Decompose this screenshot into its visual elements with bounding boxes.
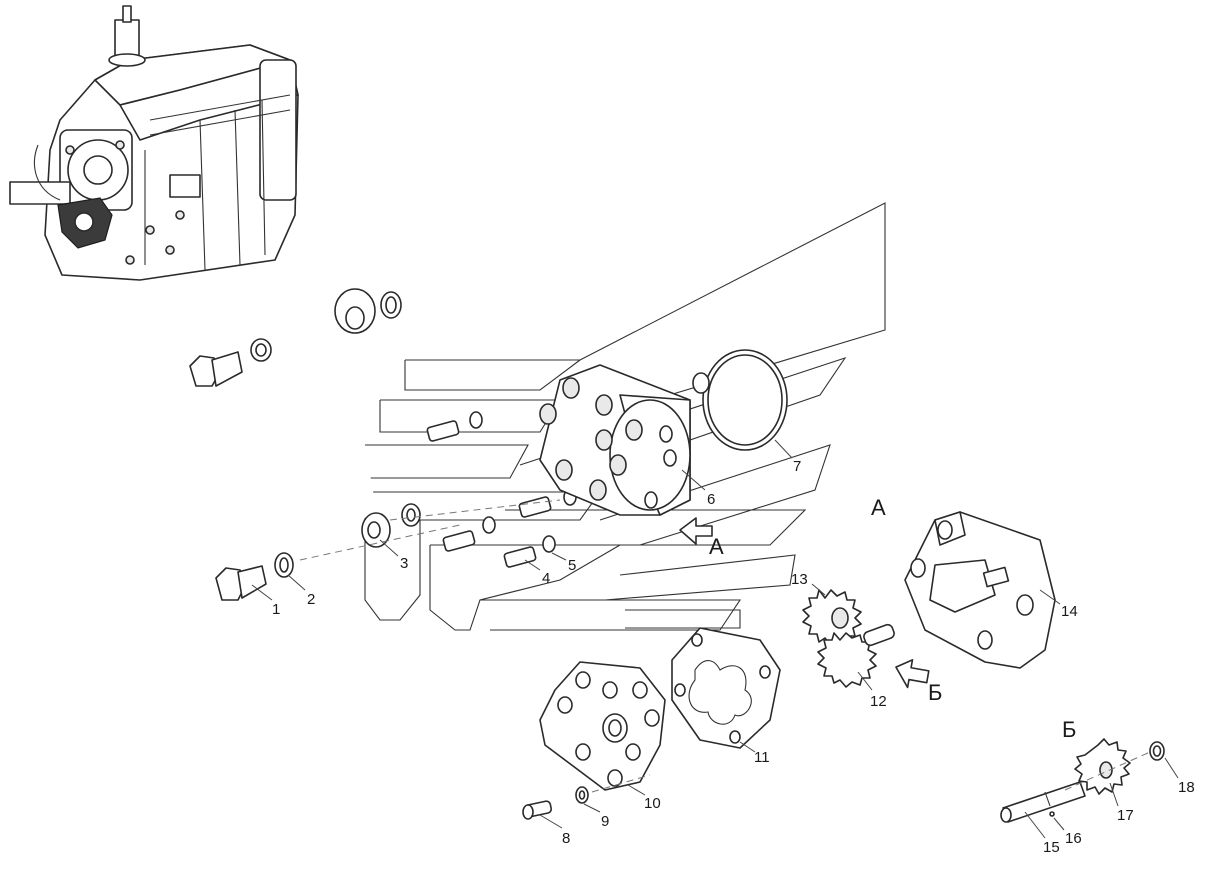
callout-17: 17 xyxy=(1117,807,1134,824)
view-b-arrow xyxy=(895,659,930,689)
callout-14: 14 xyxy=(1061,603,1078,620)
assembly-axis-lines xyxy=(299,499,1151,793)
callout-6: 6 xyxy=(707,491,715,508)
pump-gears-part-12-13 xyxy=(802,589,895,688)
callout-5: 5 xyxy=(568,557,576,574)
bolt-part-8-washer-part-9 xyxy=(522,786,589,820)
banjo-bolts-part-1 xyxy=(189,351,267,601)
callout-15: 15 xyxy=(1043,839,1060,856)
callout-3: 3 xyxy=(400,555,408,572)
callout-leaders xyxy=(251,439,1179,839)
view-a-arrow-label: А xyxy=(709,534,724,559)
callout-4: 4 xyxy=(542,570,550,587)
view-a-arrow xyxy=(679,517,713,545)
callout-12: 12 xyxy=(870,693,887,710)
view-b-arrow-label: Б xyxy=(928,680,942,705)
pump-cover-part-14 xyxy=(904,511,1056,669)
callout-18: 18 xyxy=(1178,779,1195,796)
view-b-title: Б xyxy=(1062,717,1076,742)
pump-housing-part-6 xyxy=(539,364,691,516)
oil-pipe-part-3 xyxy=(289,288,391,548)
view-b-parts xyxy=(1000,738,1165,823)
view-labels: А А Б Б xyxy=(709,495,1076,742)
callout-10: 10 xyxy=(644,795,661,812)
sealing-washers xyxy=(250,291,421,578)
callout-8: 8 xyxy=(562,830,570,847)
housing-bolts xyxy=(426,411,577,568)
callout-numbers: 1 2 3 4 5 6 7 8 9 10 11 12 13 14 15 16 1… xyxy=(272,458,1195,856)
cover-part-10 xyxy=(539,661,666,791)
o-ring-part-7 xyxy=(692,349,788,451)
view-a-title: А xyxy=(871,495,886,520)
callout-2: 2 xyxy=(307,591,315,608)
callout-11: 11 xyxy=(754,749,770,766)
callout-13: 13 xyxy=(791,571,808,588)
callout-9: 9 xyxy=(601,813,609,830)
gearbox-overview-illustration xyxy=(9,5,299,281)
callout-16: 16 xyxy=(1065,830,1082,847)
callout-7: 7 xyxy=(793,458,801,475)
callout-1: 1 xyxy=(272,601,280,618)
gasket-part-11 xyxy=(671,627,781,749)
